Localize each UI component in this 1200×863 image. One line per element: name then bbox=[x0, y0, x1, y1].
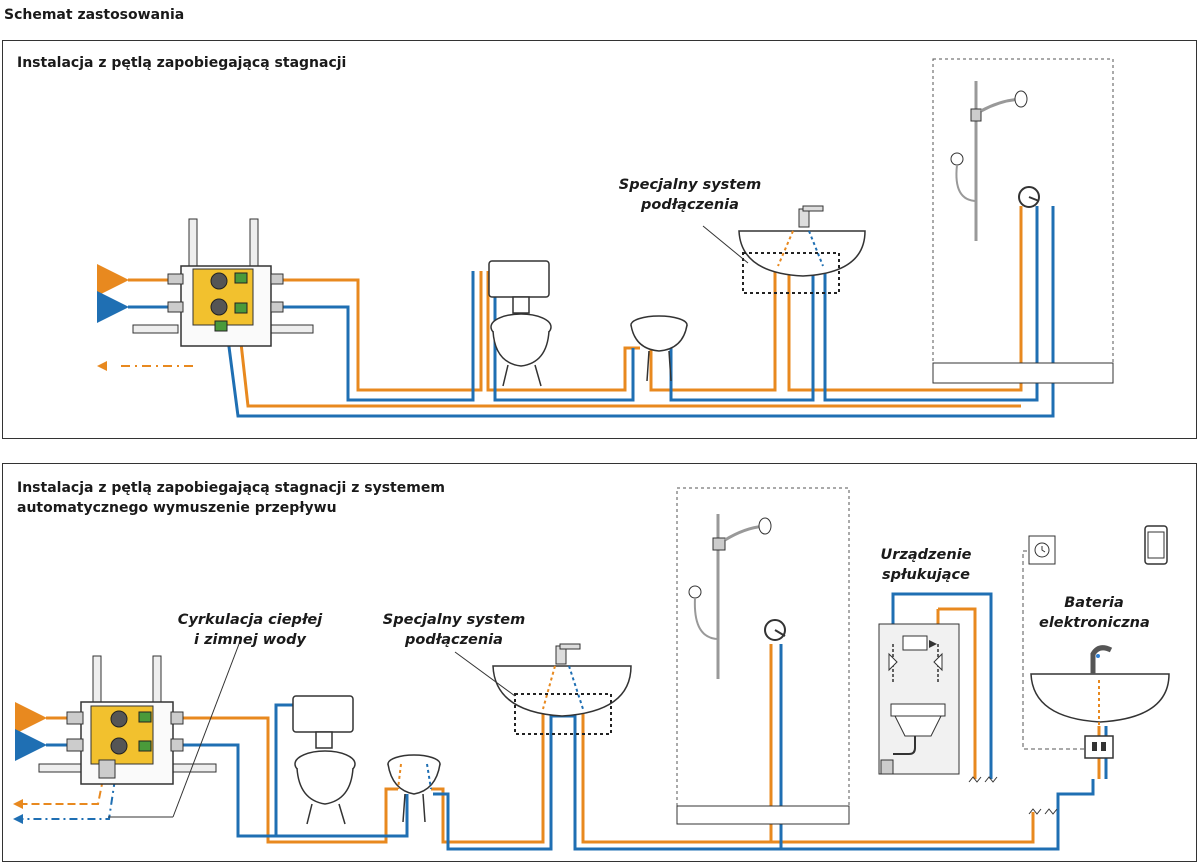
panel-title: Instalacja z pętlą zapobiegającą stagnac… bbox=[17, 480, 445, 516]
page-title: Schemat zastosowania bbox=[4, 7, 185, 23]
stagnation-loop-valve-box bbox=[38, 655, 217, 785]
shower-cabin bbox=[932, 58, 1114, 384]
panel-stagnation-loop-auto-flush: Instalacja z pętlą zapobiegającą stagnac… bbox=[2, 463, 1197, 862]
wc-toilet bbox=[292, 695, 356, 825]
flushing-device bbox=[878, 623, 960, 775]
timer-control-icon bbox=[1028, 535, 1056, 565]
callout-flushing-device: Urządzenie spłukujące bbox=[880, 547, 972, 583]
installation-diagram bbox=[97, 58, 1114, 418]
panel-title: Instalacja z pętlą zapobiegającą stagnac… bbox=[17, 55, 347, 71]
installation-diagram bbox=[13, 487, 1170, 851]
callout-special-connection: Specjalny system podłączenia bbox=[618, 177, 762, 213]
callout-circulation: Cyrkulacja ciepłej i zimnej wody bbox=[177, 612, 323, 648]
panel-stagnation-loop: Instalacja z pętlą zapobiegającą stagnac… bbox=[2, 40, 1197, 439]
callout-special-connection: Specjalny system podłączenia bbox=[382, 612, 526, 648]
stagnation-loop-valve-box bbox=[132, 218, 314, 347]
wc-toilet bbox=[488, 260, 552, 387]
hot-water-pipes bbox=[46, 607, 1101, 844]
smartphone-icon bbox=[1144, 525, 1168, 565]
return-outlet-arrow bbox=[97, 361, 193, 371]
washbasin bbox=[454, 643, 632, 735]
shower-cabin bbox=[676, 487, 850, 825]
callout-electronic-faucet: Bateria elektroniczna bbox=[1039, 595, 1150, 631]
return-outlet-arrows bbox=[13, 778, 116, 824]
cold-water-pipes bbox=[46, 592, 1108, 851]
bidet bbox=[630, 315, 688, 382]
electronic-faucet-basin bbox=[1022, 550, 1170, 759]
washbasin bbox=[702, 205, 866, 294]
hot-water-pipes bbox=[128, 206, 1023, 408]
